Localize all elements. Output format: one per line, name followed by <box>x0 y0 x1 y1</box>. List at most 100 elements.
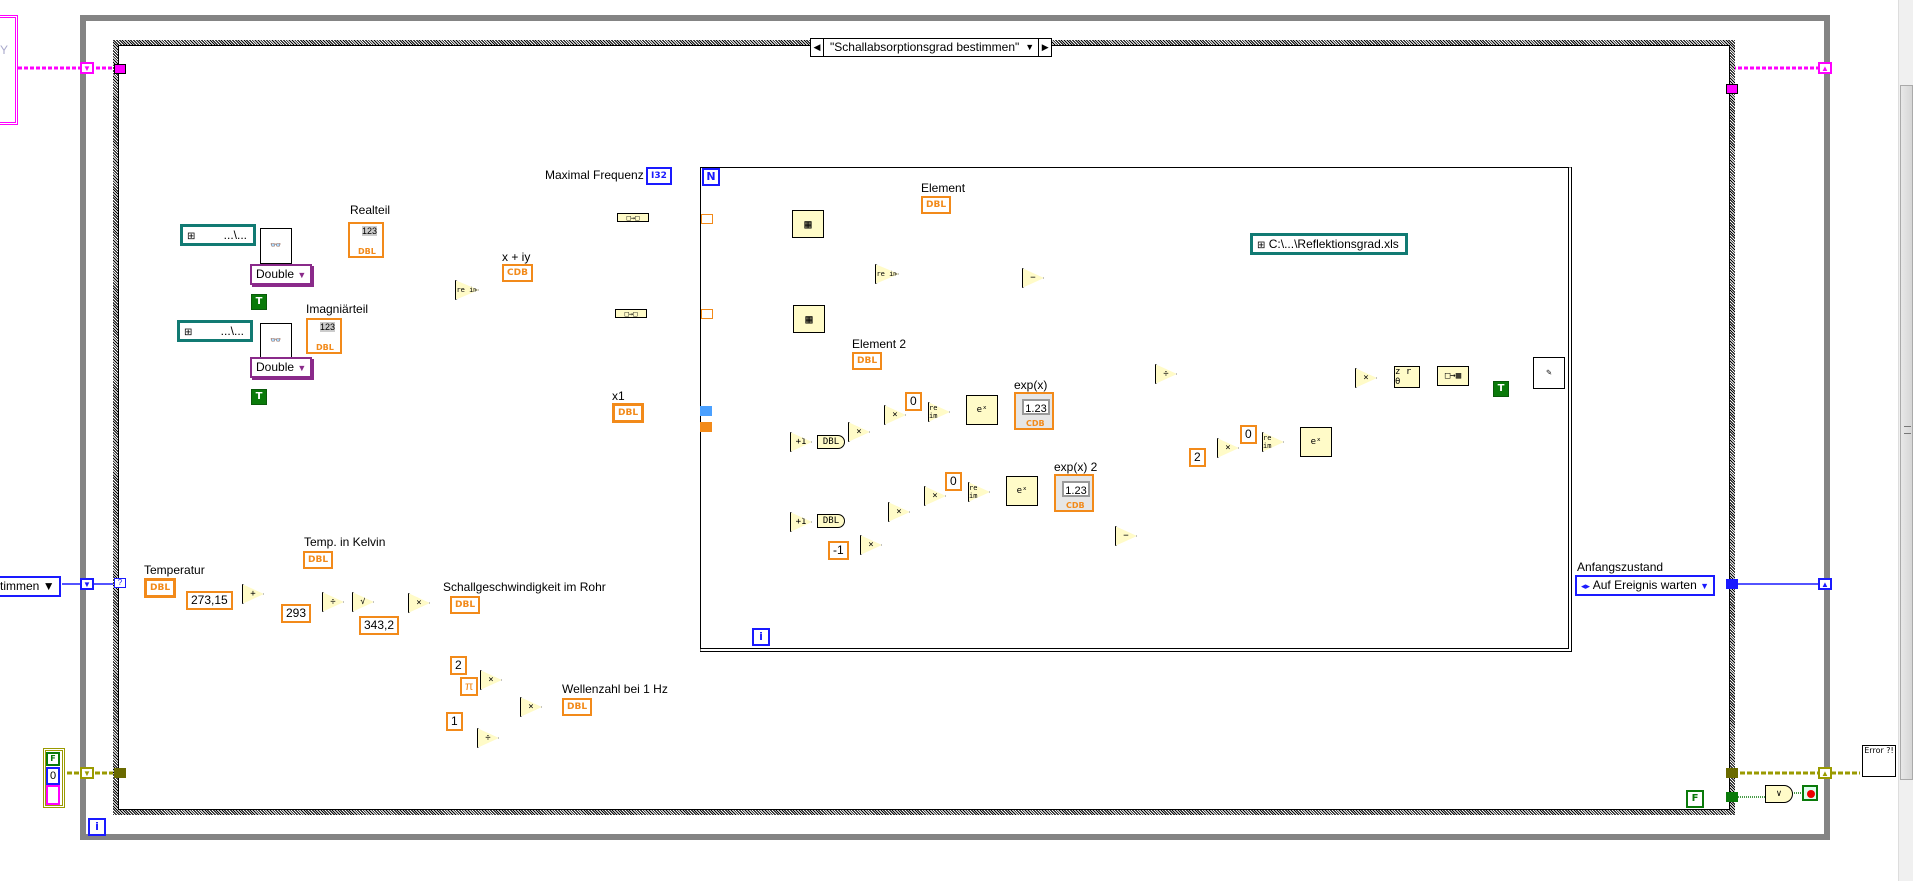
write-spreadsheet-icon[interactable]: ✎ <box>1533 357 1565 389</box>
temp-kelvin-label: Temp. in Kelvin <box>304 535 386 549</box>
exp-node[interactable]: eˣ <box>966 395 998 425</box>
vertical-scrollbar[interactable] <box>1898 0 1913 881</box>
for-tunnel-realteil <box>701 214 713 224</box>
case-state-tunnel-out <box>1726 579 1738 589</box>
pi-constant[interactable]: π <box>460 677 479 696</box>
case-prev-button[interactable]: ◀ <box>811 39 824 56</box>
shift-register-cluster-right[interactable]: ▲ <box>1818 62 1832 74</box>
shift-register-state-left[interactable]: ▼ <box>80 578 94 590</box>
scrollbar-thumb[interactable] <box>1900 85 1913 780</box>
case-selector-terminal: ? <box>114 578 126 588</box>
to-double-node-2[interactable]: DBL <box>817 514 845 528</box>
or-node[interactable]: ∨ <box>1765 785 1793 803</box>
transpose-true-constant-2[interactable]: T <box>251 389 267 405</box>
case-selector-label[interactable]: "Schallabsorptionsgrad bestimmen" <box>830 40 1020 54</box>
anfangszustand-enum[interactable]: ◂▸ Auf Ereignis warten ▼ <box>1575 575 1716 596</box>
reshape-array-node-2[interactable]: □→□ <box>615 309 647 318</box>
zero-constant-2[interactable]: 0 <box>945 472 962 491</box>
constant-293[interactable]: 293 <box>281 604 312 623</box>
cluster-control-partial[interactable]: Y <box>0 15 18 125</box>
constant-343-2[interactable]: 343,2 <box>359 616 400 635</box>
imag-path-constant[interactable]: ⊞ ...\... <box>177 320 253 342</box>
case-selector[interactable]: ◀ "Schallabsorptionsgrad bestimmen" ▼ ▶ <box>810 38 1053 57</box>
exp-x-label: exp(x) <box>1014 378 1048 392</box>
exp-node-3[interactable]: eˣ <box>1300 427 1332 457</box>
exp-x2-label: exp(x) 2 <box>1054 460 1098 474</box>
shift-register-state-right[interactable]: ▲ <box>1818 578 1832 590</box>
stop-condition-terminal <box>1802 785 1818 801</box>
x1-label: x1 <box>612 389 625 403</box>
error-code-constant: 0 <box>46 767 60 785</box>
schallgeschwindigkeit-label: Schallgeschwindigkeit im Rohr <box>443 580 606 594</box>
anfangszustand-label: Anfangszustand <box>1577 560 1664 574</box>
zero-constant-3[interactable]: 0 <box>1240 425 1257 444</box>
x-plus-iy-label: x + iy <box>502 250 531 264</box>
type-ring-imag[interactable]: Double ▼ <box>250 357 313 378</box>
wellenzahl-label: Wellenzahl bei 1 Hz <box>562 682 668 696</box>
exp-node-2[interactable]: eˣ <box>1006 476 1038 506</box>
transpose-true-constant[interactable]: T <box>251 294 267 310</box>
reshape-array-node[interactable]: □→□ <box>617 213 649 222</box>
output-path-constant[interactable]: ⊞ C:\...\Reflektionsgrad.xls <box>1250 233 1408 255</box>
index-array-node-2[interactable]: ▦ <box>793 305 825 333</box>
element-label: Element <box>921 181 966 195</box>
constant-2-pi[interactable]: 2 <box>450 656 467 675</box>
temp-kelvin-indicator[interactable]: DBL <box>303 551 334 569</box>
read-spreadsheet-icon[interactable]: 👓 <box>260 228 292 264</box>
build-array-node[interactable]: □→▦ <box>1437 366 1469 386</box>
for-tunnel-wellenzahl <box>700 422 712 432</box>
error-status-constant: F <box>46 752 60 766</box>
minus-one-constant[interactable]: -1 <box>828 541 849 560</box>
cluster-partial-text: Y <box>0 43 9 57</box>
for-tunnel-x1 <box>700 406 712 416</box>
read-spreadsheet-icon-2[interactable]: 👓 <box>260 323 292 359</box>
case-next-button[interactable]: ▶ <box>1038 39 1051 56</box>
error-handler-icon[interactable]: Error ?! <box>1862 745 1896 777</box>
state-enum-partial[interactable]: stimmen ▼ <box>0 576 61 597</box>
maximal-frequenz-label: Maximal Frequenz <box>545 168 644 182</box>
case-structure <box>113 40 1735 815</box>
shift-register-cluster-left[interactable]: ▼ <box>80 62 94 74</box>
constant-1[interactable]: 1 <box>446 712 463 731</box>
wellenzahl-indicator[interactable]: DBL <box>562 698 593 716</box>
element2-indicator[interactable]: DBL <box>852 352 883 370</box>
imagniaerteil-label: Imagniärteil <box>306 302 369 316</box>
maximal-frequenz-control[interactable]: I32 <box>646 167 672 185</box>
for-tunnel-imag <box>701 309 713 319</box>
scrollbar-grip-icon <box>1904 426 1911 434</box>
index-array-node[interactable]: ▦ <box>792 210 824 238</box>
case-error-tunnel-in <box>114 768 126 778</box>
error-source-constant <box>46 785 60 805</box>
false-constant[interactable]: F <box>1686 790 1704 808</box>
zero-constant-1[interactable]: 0 <box>905 392 922 411</box>
case-cluster-tunnel-in <box>114 64 126 74</box>
element2-label: Element 2 <box>852 337 907 351</box>
to-double-node[interactable]: DBL <box>817 435 845 449</box>
temperatur-control[interactable]: DBL <box>144 578 177 598</box>
case-cluster-tunnel-out <box>1726 84 1738 94</box>
realteil-path-constant[interactable]: ⊞ ...\... <box>180 224 256 246</box>
complex-to-polar-node[interactable]: z r θ <box>1394 366 1420 388</box>
realteil-label: Realteil <box>350 203 391 217</box>
error-cluster-constant[interactable]: F 0 <box>43 748 65 808</box>
two-constant[interactable]: 2 <box>1189 448 1206 467</box>
x-plus-iy-indicator[interactable]: CDB <box>502 264 533 282</box>
for-loop-count-terminal: N <box>702 168 720 186</box>
temperatur-label: Temperatur <box>144 563 205 577</box>
element-indicator[interactable]: DBL <box>921 196 952 214</box>
x1-control[interactable]: DBL <box>612 403 645 423</box>
schallgeschwindigkeit-indicator[interactable]: DBL <box>450 596 481 614</box>
constant-273-15[interactable]: 273,15 <box>186 591 233 610</box>
type-ring-realteil[interactable]: Double ▼ <box>250 264 313 285</box>
while-loop <box>80 15 1830 840</box>
case-dropdown-icon[interactable]: ▼ <box>1025 42 1035 52</box>
while-iteration-terminal: i <box>88 818 106 836</box>
transpose-true-constant-3[interactable]: T <box>1493 381 1509 397</box>
shift-register-error-right[interactable]: ▲ <box>1818 767 1832 779</box>
for-loop-iteration-terminal: i <box>752 628 770 646</box>
shift-register-error-left[interactable]: ▼ <box>80 767 94 779</box>
